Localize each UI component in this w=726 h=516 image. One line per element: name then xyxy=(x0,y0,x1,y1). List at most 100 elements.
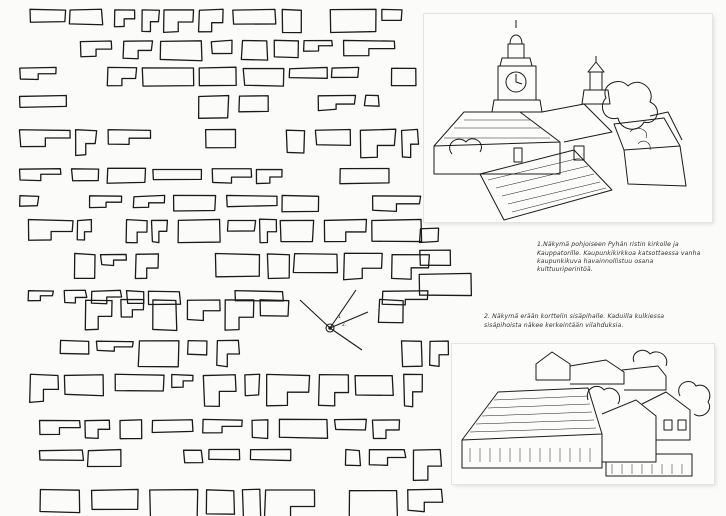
building-outline xyxy=(265,373,311,407)
building-outline xyxy=(403,373,423,408)
building-outline xyxy=(333,418,367,431)
building-outline xyxy=(63,374,105,397)
building-outline xyxy=(137,340,180,368)
building-outline xyxy=(114,373,165,392)
building-outline xyxy=(279,219,315,243)
building-outline xyxy=(39,488,81,514)
building-outline xyxy=(198,94,230,119)
building-outline xyxy=(314,128,352,146)
building-outline xyxy=(63,289,88,304)
building-outline xyxy=(172,194,217,212)
building-outline xyxy=(159,40,203,62)
building-outline xyxy=(359,128,397,159)
building-outline xyxy=(86,448,122,468)
building-outline xyxy=(29,8,67,23)
building-outline xyxy=(232,8,277,25)
building-outline xyxy=(251,419,269,440)
building-outline xyxy=(150,219,169,244)
building-outline xyxy=(249,448,292,462)
building-outline xyxy=(400,340,423,368)
building-outline xyxy=(216,339,241,368)
building-outline xyxy=(122,40,154,60)
building-outline xyxy=(18,168,62,182)
building-outline xyxy=(281,194,320,213)
building-outline xyxy=(419,249,452,267)
building-outline xyxy=(141,9,161,33)
building-outline xyxy=(381,290,429,306)
building-outline xyxy=(147,290,182,306)
building-outline xyxy=(73,252,96,280)
building-outline xyxy=(412,448,443,482)
building-outline xyxy=(182,449,204,464)
building-outline xyxy=(84,419,111,440)
building-outline xyxy=(381,8,403,22)
building-outline xyxy=(244,373,261,397)
caption-view-1: 1.Näkymä pohjoiseen Pyhän ristin kirkoll… xyxy=(537,241,701,274)
building-outline xyxy=(339,167,390,185)
building-outline xyxy=(342,39,396,57)
building-outline xyxy=(368,449,407,466)
building-outline xyxy=(238,95,269,113)
building-outline xyxy=(330,66,360,79)
building-outline xyxy=(38,419,81,436)
building-outline xyxy=(266,253,291,280)
building-outline xyxy=(428,340,450,368)
sketch-courtyard-view xyxy=(452,344,714,484)
building-outline xyxy=(79,40,113,58)
building-outline xyxy=(240,39,269,61)
building-outline xyxy=(285,129,306,154)
building-outline xyxy=(281,8,302,34)
caption-view-2: 2. Näkymä erään korttelin sisäpihalle. K… xyxy=(484,313,665,329)
building-outline xyxy=(400,128,420,159)
building-outline xyxy=(162,9,195,34)
building-outline xyxy=(273,39,300,59)
building-outline xyxy=(59,339,90,355)
building-outline xyxy=(242,67,285,87)
building-outline xyxy=(120,298,145,318)
building-outline xyxy=(317,94,357,112)
building-outline xyxy=(106,66,138,87)
building-outline xyxy=(186,299,221,322)
building-outline xyxy=(278,418,329,439)
building-outline xyxy=(241,488,262,516)
building-outline xyxy=(19,195,40,207)
building-outline xyxy=(344,448,362,467)
building-outline xyxy=(132,194,166,209)
building-outline xyxy=(177,218,221,244)
building-outline xyxy=(84,299,113,331)
building-outline xyxy=(18,129,71,148)
building-outline xyxy=(302,39,334,52)
building-outline xyxy=(255,168,283,185)
building-outline xyxy=(18,94,68,109)
building-outline xyxy=(407,488,444,513)
marker-label-2: 2. xyxy=(342,322,346,328)
building-outline xyxy=(107,129,152,146)
building-outline xyxy=(99,253,127,267)
building-outline xyxy=(106,167,147,184)
building-outline xyxy=(371,218,423,243)
building-outline xyxy=(288,66,328,79)
building-outline xyxy=(390,67,417,87)
building-outline xyxy=(418,227,440,244)
building-outline xyxy=(152,168,203,181)
building-outline xyxy=(317,373,350,407)
building-outline xyxy=(149,488,199,516)
building-outline xyxy=(202,418,243,434)
sight-line-2 xyxy=(329,311,369,351)
building-outline xyxy=(27,290,55,302)
building-outline xyxy=(19,66,57,81)
building-outline xyxy=(263,489,316,516)
building-outline xyxy=(329,8,377,34)
building-outline xyxy=(354,375,394,397)
building-outline xyxy=(186,339,208,356)
building-outline xyxy=(134,253,160,280)
building-outline xyxy=(377,298,404,324)
building-outline xyxy=(38,449,85,462)
building-outline xyxy=(95,340,134,352)
building-outline xyxy=(214,252,261,278)
building-outline xyxy=(210,39,233,55)
building-outline xyxy=(76,218,93,241)
building-outline xyxy=(202,374,237,407)
building-outline xyxy=(198,66,237,87)
